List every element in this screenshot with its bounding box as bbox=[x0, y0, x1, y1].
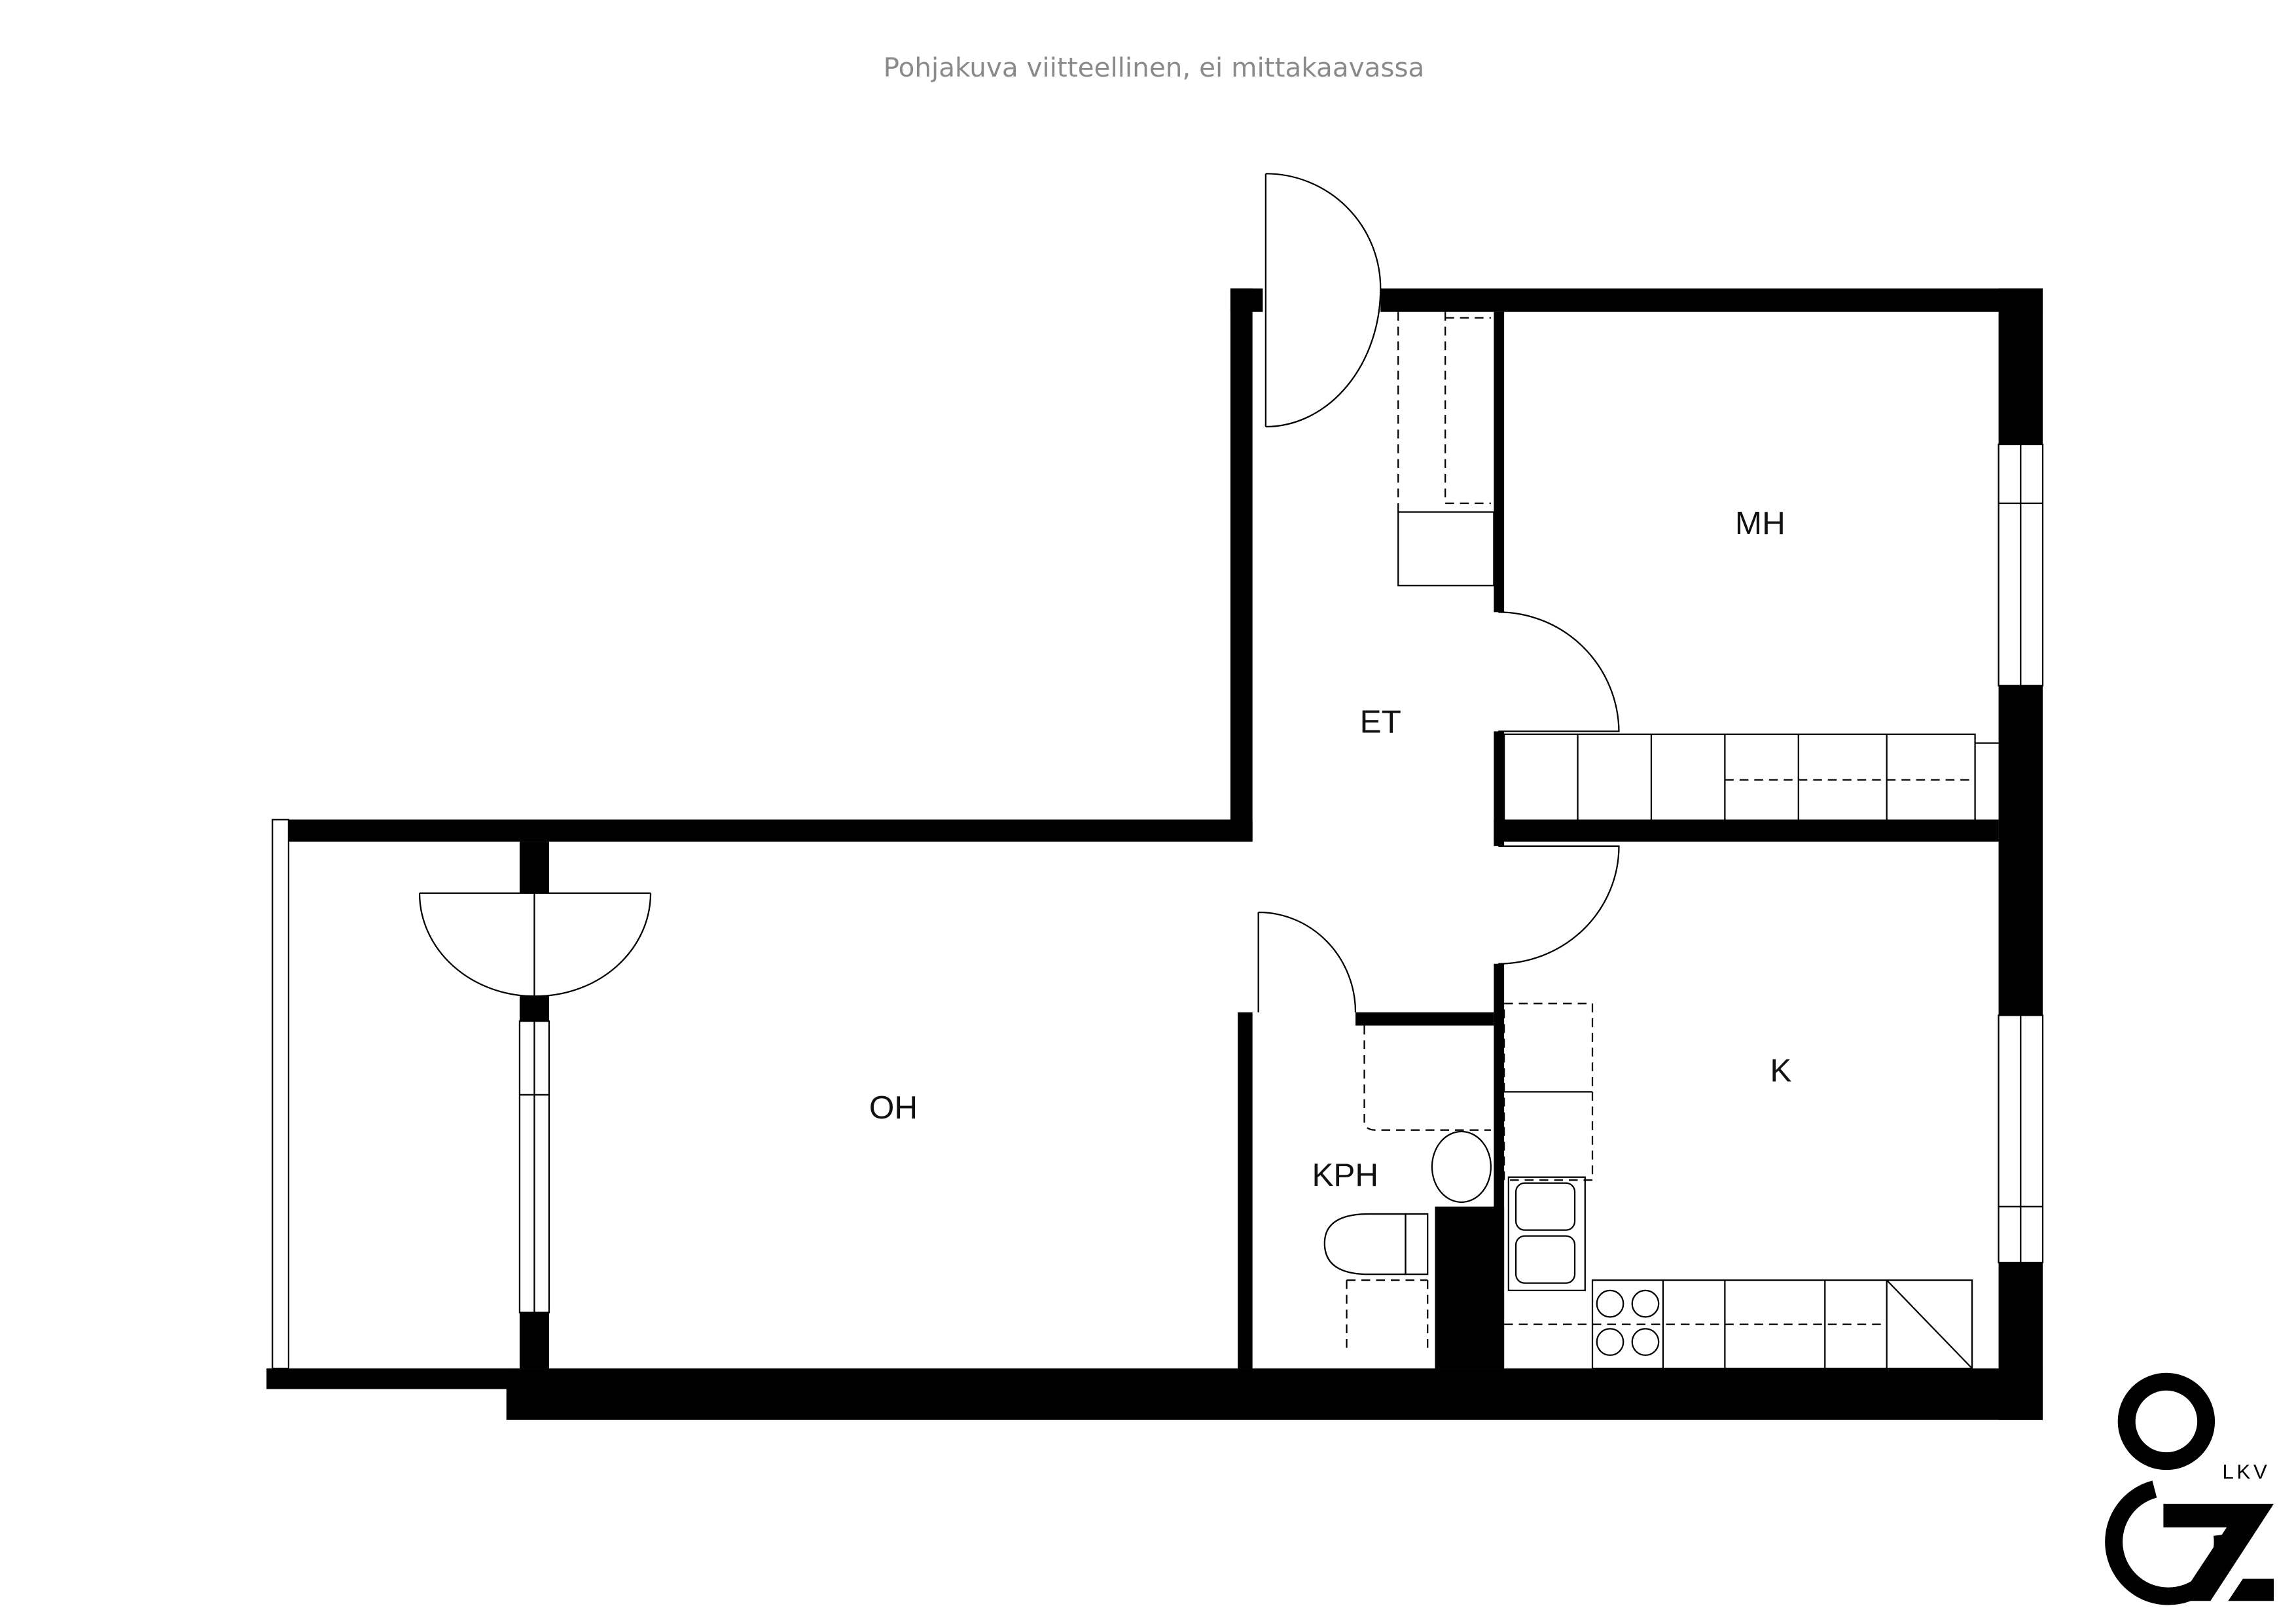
disclaimer-note: Pohjakuva viitteellinen, ei mittakaavass… bbox=[884, 52, 1425, 83]
walls bbox=[266, 288, 2043, 1420]
company-logo: LKV bbox=[2105, 1372, 2274, 1605]
room-label-oh: OH bbox=[869, 1090, 918, 1126]
room-label-kph: KPH bbox=[1312, 1157, 1378, 1193]
windows bbox=[272, 443, 2044, 1370]
logo-suffix: LKV bbox=[2222, 1461, 2270, 1484]
room-label-et: ET bbox=[1360, 704, 1401, 740]
room-label-mh: MH bbox=[1735, 505, 1785, 541]
doors bbox=[418, 173, 1620, 1012]
fixtures bbox=[1323, 312, 1999, 1370]
room-label-k: K bbox=[1770, 1053, 1791, 1089]
